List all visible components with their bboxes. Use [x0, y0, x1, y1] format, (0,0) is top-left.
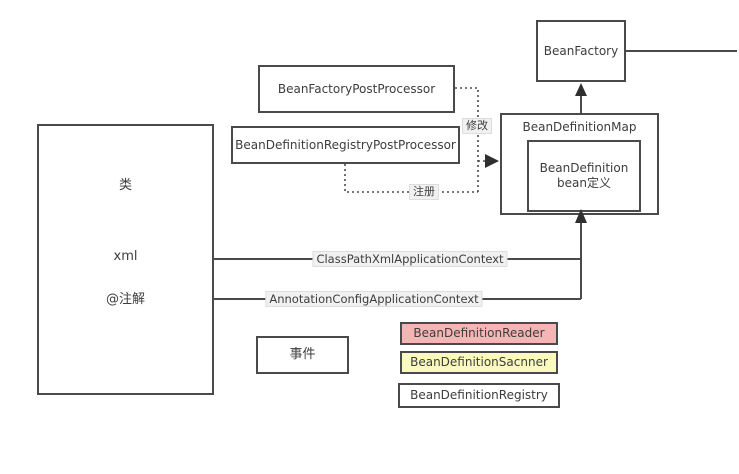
bean-factory-box: BeanFactory [536, 20, 626, 82]
legend-scanner-label: BeanDefinitionSacnner [410, 355, 548, 369]
modify-edge-label: 修改 [462, 118, 492, 134]
bean-definition-registry-post-processor-box: BeanDefinitionRegistryPostProcessor [231, 126, 460, 164]
annotation-label: @注解 [105, 292, 145, 307]
legend-reader-label: BeanDefinitionReader [413, 326, 545, 340]
legend-bean-definition-scanner: BeanDefinitionSacnner [400, 351, 558, 374]
into-map-arrowhead [485, 154, 499, 168]
bean-factory-post-processor-label: BeanFactoryPostProcessor [277, 81, 436, 96]
annotation-context-label: AnnotationConfigApplicationContext [265, 291, 483, 307]
class-source-box: 类 xml @注解 [37, 124, 214, 395]
bean-definition-label: BeanDefinition [539, 161, 629, 175]
bean-definition-box: BeanDefinition bean定义 [527, 140, 641, 212]
bean-definition-map-box: BeanDefinitionMap BeanDefinition bean定义 [500, 113, 659, 215]
bean-definition-map-label: BeanDefinitionMap [522, 120, 637, 134]
register-edge-label: 注册 [409, 184, 439, 200]
legend-bean-definition-reader: BeanDefinitionReader [400, 322, 558, 345]
xml-label: xml [113, 249, 138, 264]
legend-bean-definition-registry: BeanDefinitionRegistry [398, 383, 560, 408]
classpath-context-label: ClassPathXmlApplicationContext [312, 251, 508, 267]
map-to-factory-arrowhead [575, 83, 587, 96]
legend-registry-label: BeanDefinitionRegistry [410, 388, 548, 402]
bean-definition-cn-label: bean定义 [557, 176, 611, 190]
event-label: 事件 [289, 346, 316, 362]
class-label: 类 [118, 178, 132, 193]
bean-factory-post-processor-box: BeanFactoryPostProcessor [258, 65, 455, 113]
bean-definition-registry-post-processor-label: BeanDefinitionRegistryPostProcessor [235, 137, 456, 152]
event-box: 事件 [256, 336, 349, 374]
bean-factory-label: BeanFactory [543, 43, 619, 58]
